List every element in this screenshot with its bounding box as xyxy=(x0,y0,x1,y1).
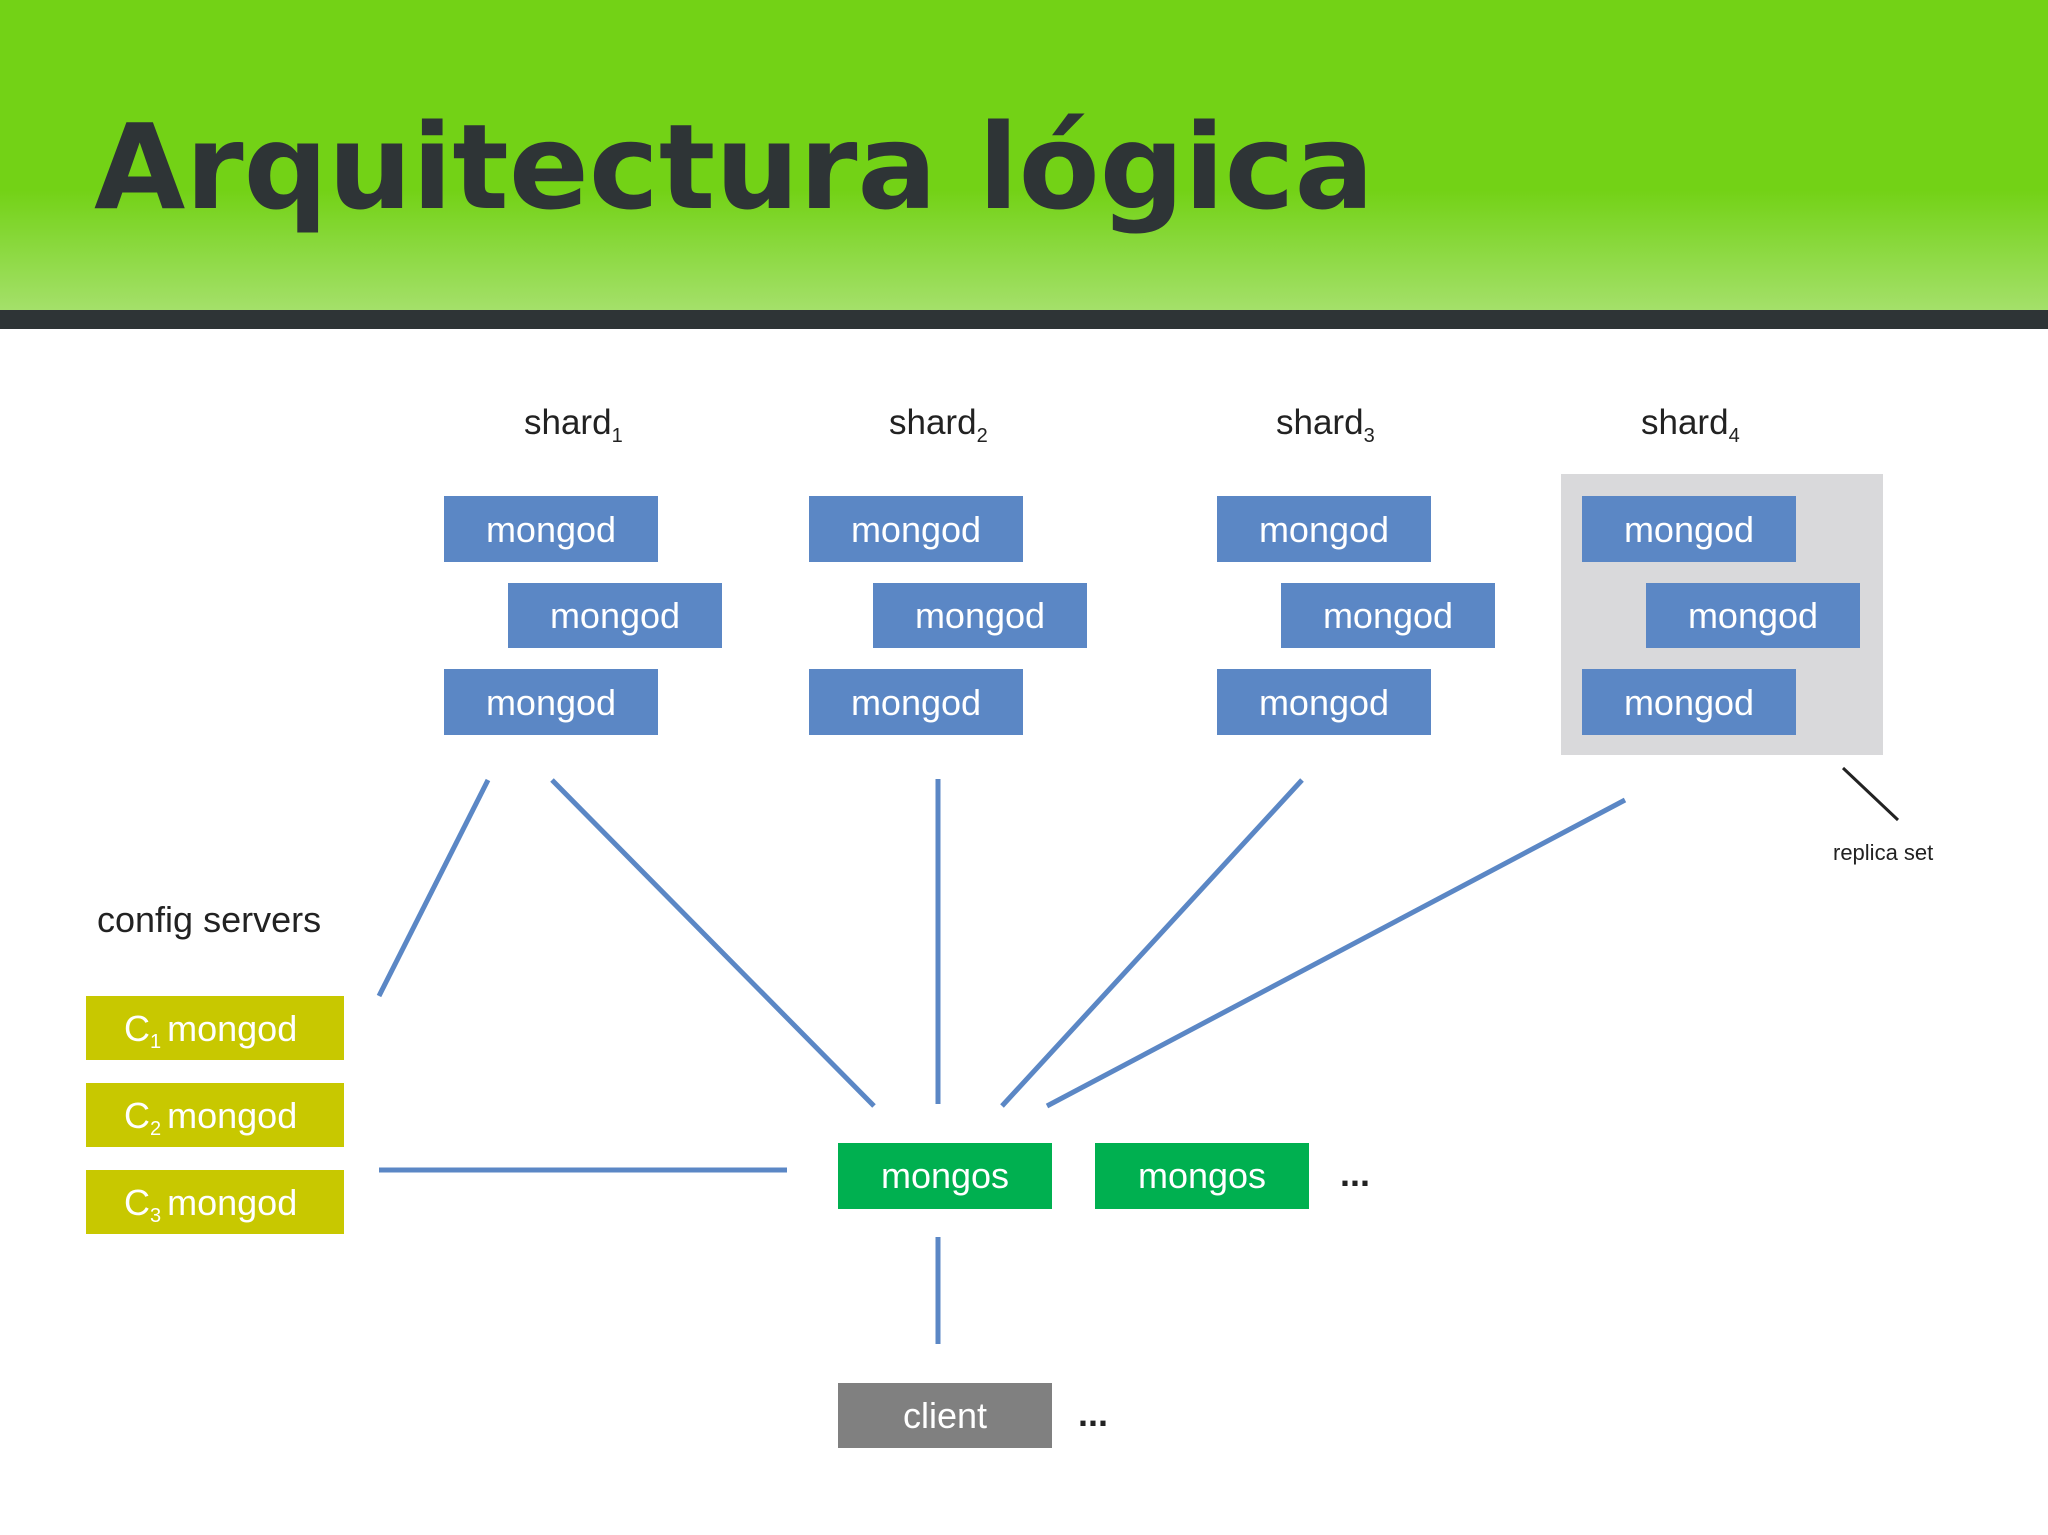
config-server-label: C1 mongod xyxy=(124,1008,297,1053)
mongod-node xyxy=(444,496,658,562)
replica-set-label: replica set xyxy=(1833,840,1933,865)
mongos-more-ellipsis: ... xyxy=(1340,1153,1370,1194)
mongod-label: mongod xyxy=(1259,682,1389,723)
config-name: mongod xyxy=(167,1008,297,1049)
link-shard1-mongos xyxy=(550,778,876,1108)
mongod-node xyxy=(508,583,722,648)
shard-label-name: shard xyxy=(889,403,977,442)
mongod-label: mongod xyxy=(486,509,616,550)
mongos-label: mongos xyxy=(1138,1155,1266,1196)
client-node xyxy=(838,1383,1052,1448)
mongod-node xyxy=(444,669,658,735)
config-name: mongod xyxy=(167,1095,297,1136)
mongod-label: mongod xyxy=(851,509,981,550)
shard-label-name: shard xyxy=(1641,403,1729,442)
slide-title: Arquitectura lógica xyxy=(94,98,1375,236)
link-shard3-mongos xyxy=(1000,778,1304,1108)
mongod-node xyxy=(1217,669,1431,735)
config-server-node xyxy=(86,1170,344,1234)
mongos-node xyxy=(1095,1143,1309,1209)
config-server-node xyxy=(86,996,344,1060)
shard-label-name: shard xyxy=(1276,403,1364,442)
shard-label-sub: 1 xyxy=(612,425,623,447)
mongod-label: mongod xyxy=(1259,509,1389,550)
shard-label-sub: 4 xyxy=(1729,425,1740,447)
mongod-node xyxy=(873,583,1087,648)
shard-label: shard4 xyxy=(1641,403,1740,447)
shard-labels: shard1 shard2 shard3 shard4 xyxy=(524,403,1740,447)
connector-lines xyxy=(376,766,1900,1344)
mongod-label: mongod xyxy=(1624,509,1754,550)
config-server-label: C2 mongod xyxy=(124,1095,297,1140)
config-sub: 1 xyxy=(150,1031,161,1053)
mongod-node xyxy=(1582,496,1796,562)
shard-label: shard1 xyxy=(524,403,623,447)
mongod-node xyxy=(809,496,1023,562)
shard-1: mongod mongod mongod xyxy=(444,496,722,735)
mongod-node xyxy=(1281,583,1495,648)
config-servers-label: config servers xyxy=(97,899,321,940)
config-sub: 3 xyxy=(150,1205,161,1227)
mongod-label: mongod xyxy=(1624,682,1754,723)
link-shard1-config xyxy=(376,778,491,998)
mongod-label: mongod xyxy=(550,595,680,636)
client-more-ellipsis: ... xyxy=(1078,1393,1108,1434)
mongod-label: mongod xyxy=(915,595,1045,636)
mongod-label: mongod xyxy=(486,682,616,723)
slide-header xyxy=(0,0,2048,310)
mongos-node xyxy=(838,1143,1052,1209)
mongod-node xyxy=(1582,669,1796,735)
config-name: mongod xyxy=(167,1182,297,1223)
mongos-label: mongos xyxy=(881,1155,1009,1196)
mongod-label: mongod xyxy=(1688,595,1818,636)
mongod-label: mongod xyxy=(1323,595,1453,636)
shard-label-sub: 3 xyxy=(1364,425,1375,447)
config-prefix: C xyxy=(124,1182,150,1223)
header-divider xyxy=(0,310,2048,329)
shard-label-name: shard xyxy=(524,403,612,442)
config-sub: 2 xyxy=(150,1118,161,1140)
client-label: client xyxy=(903,1395,987,1436)
config-server-node xyxy=(86,1083,344,1147)
shard-4: mongod mongod mongod xyxy=(1582,496,1860,735)
config-server-label: C3 mongod xyxy=(124,1182,297,1227)
shard-label: shard3 xyxy=(1276,403,1375,447)
mongod-node xyxy=(1646,583,1860,648)
mongos-routers: mongos mongos ... xyxy=(838,1143,1370,1209)
link-shard4-mongos xyxy=(1045,797,1627,1109)
replica-set-pointer xyxy=(1841,766,1900,822)
mongod-label: mongod xyxy=(851,682,981,723)
config-prefix: C xyxy=(124,1008,150,1049)
shard-3: mongod mongod mongod xyxy=(1217,496,1495,735)
mongod-node xyxy=(809,669,1023,735)
shard-label-sub: 2 xyxy=(977,425,988,447)
config-prefix: C xyxy=(124,1095,150,1136)
client-group: client ... xyxy=(838,1383,1108,1448)
mongod-node xyxy=(1217,496,1431,562)
shard-label: shard2 xyxy=(889,403,988,447)
shard-2: mongod mongod mongod xyxy=(809,496,1087,735)
